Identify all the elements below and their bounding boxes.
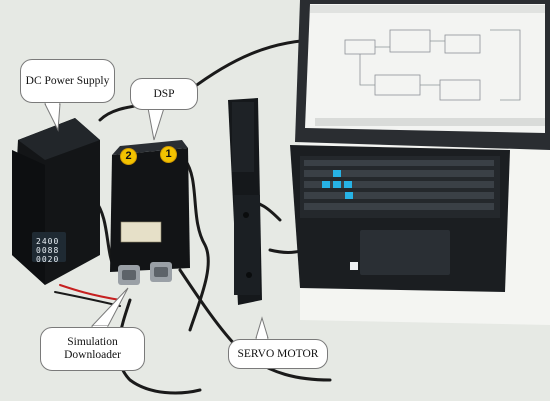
label-dc-power-supply: DC Power Supply — [25, 74, 110, 87]
callout-simulation-downloader: Simulation Downloader — [40, 327, 145, 371]
label-dsp: DSP — [153, 87, 175, 100]
psu-readout-line: 0088 — [36, 246, 60, 255]
callout-dsp: DSP — [130, 78, 198, 110]
qr-sticker — [350, 262, 358, 270]
callout-dc-power-supply: DC Power Supply — [20, 59, 115, 103]
dsp-label-sticker — [120, 221, 162, 243]
touchpad — [360, 230, 450, 275]
psu-display-panel — [32, 232, 66, 262]
port-badge-1: 1 — [160, 146, 177, 163]
psu-readout-line: 0020 — [36, 255, 60, 264]
label-servo-motor: SERVO MOTOR — [237, 347, 319, 360]
wasd-keys — [322, 170, 353, 199]
label-simulation: Simulation — [67, 336, 118, 348]
laptop-screen — [305, 4, 545, 133]
label-downloader: Downloader — [64, 349, 121, 361]
port-badge-2: 2 — [120, 148, 137, 165]
callout-servo-motor: SERVO MOTOR — [228, 339, 328, 369]
psu-readout-line: 2400 — [36, 237, 60, 246]
